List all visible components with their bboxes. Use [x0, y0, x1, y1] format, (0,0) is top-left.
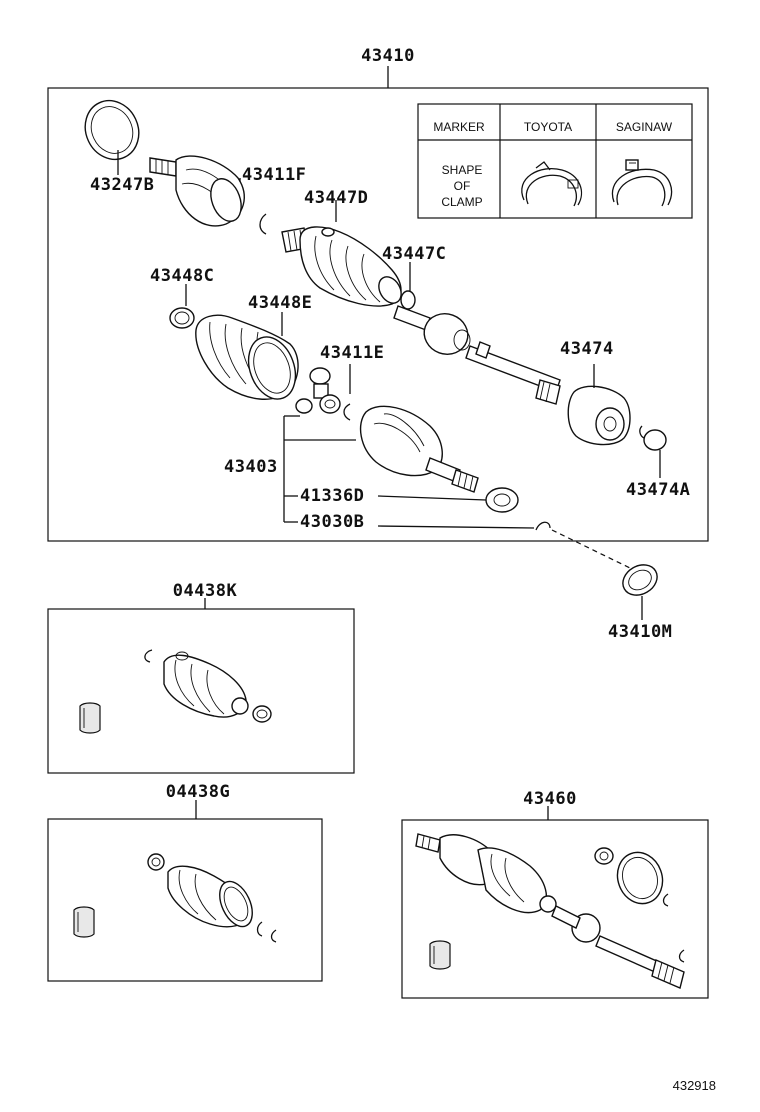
label-43474a: 43474A: [626, 480, 690, 500]
part-43447d-boot: [299, 226, 402, 307]
part-43411e-snap-ring: [343, 403, 351, 421]
label-43448e: 43448E: [248, 293, 312, 313]
part-outboard-joint: [149, 155, 245, 227]
label-43030b: 43030B: [300, 512, 364, 532]
part-drive-shaft-bar: [393, 305, 561, 405]
kit-g-parts: [73, 853, 277, 943]
part-43030b-snap-ring: [535, 521, 551, 531]
saginaw-clamp-drawing: [611, 159, 673, 207]
kit-04438g-box: [47, 818, 323, 982]
table-row-label-line1: SHAPE: [442, 163, 483, 177]
part-43474a-clamp: [639, 425, 667, 451]
table-header-saginaw: SAGINAW: [616, 120, 673, 134]
part-41336d-bearing: [485, 487, 519, 513]
label-43411e: 43411E: [320, 343, 384, 363]
label-43447d: 43447D: [304, 188, 368, 208]
leader-dashed-seal: [551, 529, 631, 569]
table-row-label-line3: CLAMP: [441, 195, 482, 209]
part-tripod-joint: [295, 367, 341, 414]
part-43474-damper: [567, 385, 631, 446]
label-04438g: 04438G: [166, 782, 230, 802]
table-header-marker: MARKER: [433, 120, 485, 134]
part-43448c-clamp: [169, 307, 195, 329]
part-43447c-clamp: [400, 290, 416, 310]
table-header-toyota: TOYOTA: [524, 120, 572, 134]
label-43247b: 43247B: [90, 175, 154, 195]
clamp-marker-table: MARKER TOYOTA SAGINAW SHAPE OF CLAMP: [417, 103, 693, 219]
label-43448c: 43448C: [150, 266, 214, 286]
kit-04438k-box: [47, 608, 355, 774]
main-assembly-box: [47, 87, 709, 542]
kit-k-parts: [79, 649, 272, 734]
part-43403-inboard-joint: [359, 405, 479, 493]
part-43411f-snap-ring: [259, 213, 267, 235]
label-43447c: 43447C: [382, 244, 446, 264]
label-04438k: 04438K: [173, 581, 238, 601]
part-43448e-boot: [195, 314, 299, 400]
label-43410m: 43410M: [608, 622, 672, 642]
label-41336d: 41336D: [300, 486, 364, 506]
label-43403: 43403: [224, 457, 278, 477]
part-43410m-seal: [622, 564, 658, 596]
shaft-43460-parts: [415, 833, 685, 989]
shaft-43460-box: [401, 819, 709, 999]
label-43410: 43410: [361, 46, 415, 66]
toyota-clamp-drawing: [521, 161, 583, 207]
label-43411f: 43411F: [242, 165, 306, 185]
label-43460: 43460: [523, 789, 577, 809]
part-43247b-clamp: [84, 99, 140, 161]
figure-id: 432918: [673, 1078, 716, 1093]
table-row-label-line2: OF: [454, 179, 471, 193]
label-43474: 43474: [560, 339, 614, 359]
